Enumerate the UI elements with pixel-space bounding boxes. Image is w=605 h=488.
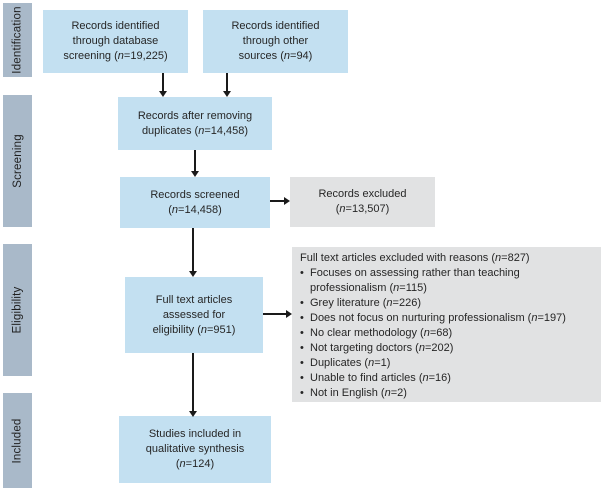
exclusion-reason-text: Duplicates (n=1) bbox=[310, 357, 391, 369]
box-text-line: (n=14,458) bbox=[168, 203, 222, 216]
box-text-line: Records identified bbox=[71, 20, 160, 32]
stage-label-included: Included bbox=[3, 393, 32, 488]
exclusion-reasons-list: • Focuses on assessing rather than teach… bbox=[300, 266, 597, 401]
exclusion-reason-text: Focuses on assessing rather than teachin… bbox=[310, 267, 520, 294]
box-text-line: Records excluded bbox=[318, 188, 407, 200]
arrowhead-down-icon bbox=[159, 91, 167, 97]
exclusion-reason-text: Not targeting doctors (n=202) bbox=[310, 342, 454, 354]
exclusion-reason-text: Not in English (n=2) bbox=[310, 387, 407, 399]
box-text-line: through database bbox=[72, 35, 159, 47]
box-text-line: Records screened bbox=[150, 188, 240, 201]
exclusion-reason-item: • Unable to find articles (n=16) bbox=[300, 371, 597, 386]
bullet-marker: • bbox=[300, 267, 304, 279]
arrowhead-down-icon bbox=[223, 91, 231, 97]
arrowhead-down-icon bbox=[189, 271, 197, 277]
box-text-line: screening (n=19,225) bbox=[63, 50, 168, 62]
arrowhead-right-icon bbox=[284, 197, 290, 205]
arrow-identified-database-to-duplicates bbox=[159, 73, 167, 97]
exclusion-reason-text: Unable to find articles (n=16) bbox=[310, 372, 451, 384]
arrow-screened-to-excluded bbox=[270, 197, 290, 205]
exclusion-reasons-title: Full text articles excluded with reasons… bbox=[300, 252, 530, 264]
exclusion-reason-item: • Not in English (n=2) bbox=[300, 386, 597, 401]
arrow-screened-to-fulltext bbox=[189, 228, 197, 277]
bullet-marker: • bbox=[300, 312, 304, 324]
box-text-line: eligibility (n=951) bbox=[152, 323, 236, 336]
stage-label-text: Screening bbox=[11, 134, 24, 188]
box-records-screened: Records screened (n=14,458) bbox=[120, 177, 270, 228]
box-text-line: (n=13,507) bbox=[335, 203, 390, 215]
exclusion-reason-item: • Does not focus on nurturing profession… bbox=[300, 311, 597, 326]
box-text-line: through other bbox=[242, 35, 309, 47]
box-records-identified-database: Records identified through database scre… bbox=[43, 10, 188, 73]
exclusion-reason-item: • Grey literature (n=226) bbox=[300, 296, 597, 311]
box-text-line: assessed for bbox=[162, 308, 226, 321]
bullet-marker: • bbox=[300, 387, 304, 399]
box-text-line: (n=124) bbox=[175, 458, 215, 470]
stage-label-screening: Screening bbox=[3, 95, 32, 227]
box-full-text-excluded-reasons: Full text articles excluded with reasons… bbox=[292, 247, 601, 402]
arrow-fulltext-to-reasons bbox=[263, 310, 292, 318]
exclusion-reason-item: • Not targeting doctors (n=202) bbox=[300, 341, 597, 356]
stage-label-text: Eligibility bbox=[11, 286, 24, 334]
exclusion-reason-text: No clear methodology (n=68) bbox=[310, 327, 453, 339]
stage-label-text: Included bbox=[11, 417, 24, 464]
exclusion-reason-text: Does not focus on nurturing professional… bbox=[310, 312, 566, 324]
arrow-duplicates-to-screened bbox=[191, 150, 199, 177]
box-records-identified-other: Records identified through other sources… bbox=[203, 10, 348, 73]
box-full-text-assessed: Full text articles assessed for eligibil… bbox=[125, 277, 263, 353]
box-text-line: qualitative synthesis bbox=[145, 443, 245, 455]
exclusion-reason-item: • No clear methodology (n=68) bbox=[300, 326, 597, 341]
box-records-after-duplicates: Records after removing duplicates (n=14,… bbox=[118, 97, 272, 150]
stage-label-identification: Identification bbox=[3, 3, 32, 77]
box-records-excluded: Records excluded (n=13,507) bbox=[290, 177, 435, 227]
arrow-fulltext-to-included bbox=[189, 353, 197, 417]
box-text-line: Records after removing bbox=[137, 109, 253, 122]
bullet-marker: • bbox=[300, 327, 304, 339]
exclusion-reason-item: • Duplicates (n=1) bbox=[300, 356, 597, 371]
arrowhead-right-icon bbox=[286, 310, 292, 318]
box-studies-included: Studies included in qualitative synthesi… bbox=[119, 416, 271, 483]
bullet-marker: • bbox=[300, 342, 304, 354]
exclusion-reason-item: • Focuses on assessing rather than teach… bbox=[300, 266, 597, 296]
box-text-line: Full text articles bbox=[155, 293, 233, 306]
box-text-line: duplicates (n=14,458) bbox=[141, 124, 249, 137]
bullet-marker: • bbox=[300, 372, 304, 384]
stage-label-eligibility: Eligibility bbox=[3, 244, 32, 376]
box-text-line: Records identified bbox=[231, 20, 320, 32]
exclusion-reason-text: Grey literature (n=226) bbox=[310, 297, 421, 309]
arrowhead-down-icon bbox=[191, 171, 199, 177]
arrow-identified-other-to-duplicates bbox=[223, 73, 231, 97]
bullet-marker: • bbox=[300, 357, 304, 369]
box-text-line: Studies included in bbox=[148, 428, 242, 440]
bullet-marker: • bbox=[300, 297, 304, 309]
box-text-line: sources (n=94) bbox=[238, 50, 313, 62]
arrowhead-down-icon bbox=[189, 411, 197, 417]
stage-label-text: Identification bbox=[11, 6, 24, 74]
